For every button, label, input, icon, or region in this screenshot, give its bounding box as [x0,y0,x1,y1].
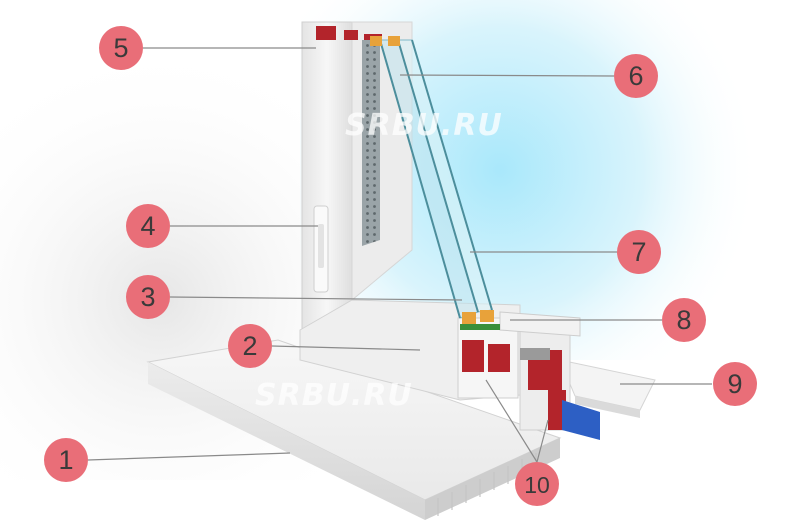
callout-label: 10 [524,472,550,498]
callout-marker [44,438,88,482]
callout-marker [515,462,559,506]
leader-line-3 [169,296,463,301]
window-handle [313,205,329,293]
drip-profile-blue [562,400,600,440]
callout-label: 6 [628,61,643,91]
callout-3: 3 [126,275,170,319]
callout-marker [126,275,170,319]
callout-5: 5 [99,26,143,70]
seal-bottom-left [462,312,476,324]
window-sill [146,339,562,520]
callout-label: 2 [242,331,257,361]
callout-label: 1 [58,445,73,475]
callout-7: 7 [617,230,661,274]
callout-label: 5 [113,33,128,63]
glass-unit [362,36,500,330]
callout-4: 4 [126,204,170,248]
callout-8: 8 [662,298,706,342]
callout-label: 7 [631,237,646,267]
reinforcement-insert-inner [462,340,484,372]
callout-label: 8 [676,305,691,335]
callout-marker [228,324,272,368]
callout-marker [662,298,706,342]
leader-line-10a [485,379,538,463]
leader-line-10b [536,419,549,463]
seal-top-left [370,36,382,46]
callout-marker [99,26,143,70]
callout-label: 9 [727,369,742,399]
watermark-text: SRBU.RU [255,378,413,413]
leader-line-2 [271,345,421,351]
leader-lines [87,47,712,463]
sealant-green [460,324,500,330]
seal-bottom-right [480,310,494,322]
callout-9: 9 [713,362,757,406]
callout-6: 6 [614,54,658,98]
callout-2: 2 [228,324,272,368]
callout-label: 3 [140,282,155,312]
callout-10: 10 [515,462,559,506]
callout-label: 4 [140,211,155,241]
seal-top-right [388,36,400,46]
watermark-text: SRBU.RU [345,108,503,143]
callout-marker [617,230,661,274]
callout-marker [126,204,170,248]
leader-line-6 [399,74,615,77]
reinforcement-insert-mid [488,344,510,372]
callout-1: 1 [44,438,88,482]
callout-marker [614,54,658,98]
spacer-frame-perforated [362,40,380,246]
leader-line-1 [87,452,291,461]
callout-marker [713,362,757,406]
